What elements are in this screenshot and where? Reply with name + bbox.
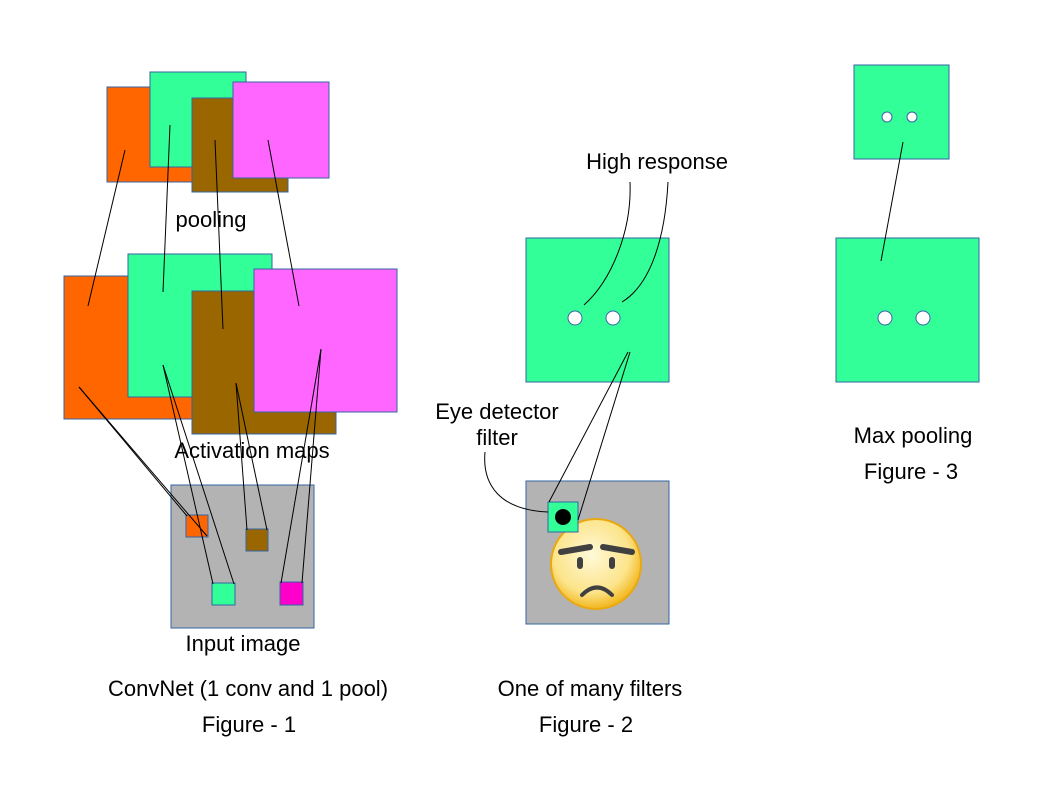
activation-map-magenta [253,268,398,413]
pooled-maps [106,71,330,193]
high-response-dot-left [567,310,583,326]
input-patch-magenta [279,581,304,606]
figure-3-label: Figure - 3 [864,459,958,484]
input-image [170,484,315,629]
figure-2: High response Eye detector filter [435,149,728,737]
input-patch-green [211,582,236,606]
figure-3-caption: Max pooling [854,423,973,448]
sad-face-icon [550,518,642,610]
pooled-dot-left [881,111,893,123]
eye-detector-pointer [484,451,549,513]
figure-1-caption: ConvNet (1 conv and 1 pool) [108,676,388,701]
max-pooling-connector [880,141,904,262]
pooling-connectors [87,124,300,330]
pooled-dot-right [906,111,918,123]
figure-2-caption: One of many filters [498,676,683,701]
pooling-label: pooling [176,207,247,232]
figure-1: pooling Activation maps [63,71,398,737]
eye-detector-label-line1: Eye detector [435,399,559,424]
filter-response-connectors [548,351,631,521]
high-response-dot-right [605,310,621,326]
input-image-label: Input image [186,631,301,656]
input-patch-brown [245,528,269,552]
figure-2-label: Figure - 2 [539,712,633,737]
feature-dot-left [877,310,893,326]
pooled-output-map [853,64,950,160]
convolution-connectors [78,348,322,585]
high-response-label: High response [586,149,728,174]
pooled-map-magenta [232,81,330,179]
activation-maps [63,253,398,435]
eye-detector-filter-dot [555,509,571,525]
response-map [525,237,670,383]
feature-dot-right [915,310,931,326]
figure-3: Max pooling Figure - 3 [835,64,980,484]
feature-map [835,237,980,383]
eye-detector-label-line2: filter [476,425,518,450]
figure-1-label: Figure - 1 [202,712,296,737]
high-response-pointers [583,181,669,306]
